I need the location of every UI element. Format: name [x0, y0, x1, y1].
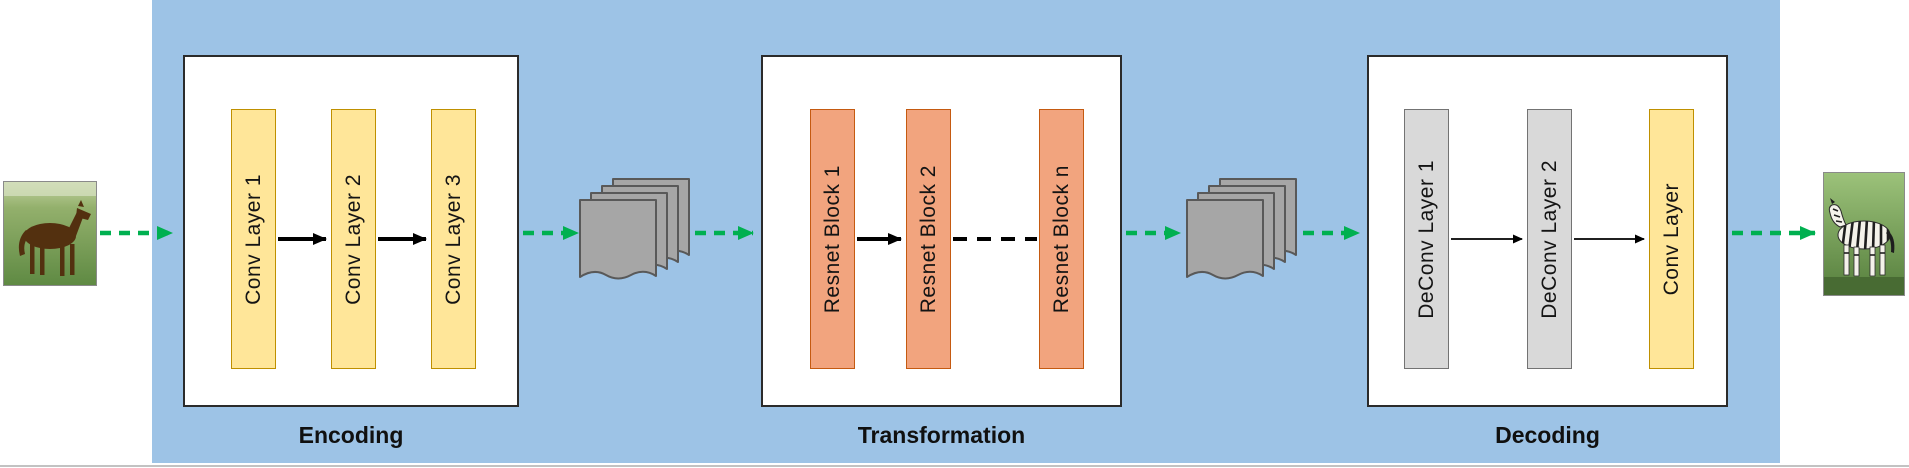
block-deconv-layer-2: DeConv Layer 2	[1527, 109, 1572, 369]
section-encoding: Conv Layer 1 Conv Layer 2 Conv Layer 3 E…	[183, 0, 519, 468]
block-label: Resnet Block n	[1049, 164, 1073, 314]
block-conv-layer-out: Conv Layer	[1649, 109, 1694, 369]
block-label: Resnet Block 1	[820, 164, 844, 314]
block-conv-layer-1: Conv Layer 1	[231, 109, 276, 369]
block-resnet-2: Resnet Block 2	[906, 109, 951, 369]
block-label: DeConv Layer 2	[1537, 159, 1561, 319]
block-conv-layer-2: Conv Layer 2	[331, 109, 376, 369]
block-deconv-layer-1: DeConv Layer 1	[1404, 109, 1449, 369]
transformation-box: Resnet Block 1 Resnet Block 2 Resnet Blo…	[761, 55, 1122, 407]
block-label: Conv Layer	[1659, 182, 1683, 296]
block-conv-layer-3: Conv Layer 3	[431, 109, 476, 369]
block-resnet-1: Resnet Block 1	[810, 109, 855, 369]
block-label: Conv Layer 2	[341, 173, 365, 305]
section-transformation: Resnet Block 1 Resnet Block 2 Resnet Blo…	[761, 0, 1122, 468]
block-resnet-n: Resnet Block n	[1039, 109, 1084, 369]
section-decoding: DeConv Layer 1 DeConv Layer 2 Conv Layer…	[1367, 0, 1728, 468]
block-label: DeConv Layer 1	[1414, 159, 1438, 319]
section-label-decoding: Decoding	[1495, 422, 1600, 448]
encoding-box: Conv Layer 1 Conv Layer 2 Conv Layer 3	[183, 55, 519, 407]
block-label: Conv Layer 1	[241, 173, 265, 305]
section-label-encoding: Encoding	[298, 422, 404, 448]
block-label: Resnet Block 2	[916, 164, 940, 314]
decoding-box: DeConv Layer 1 DeConv Layer 2 Conv Layer	[1367, 55, 1728, 407]
horse-photo	[3, 181, 97, 286]
zebra-photo	[1823, 172, 1905, 296]
block-label: Conv Layer 3	[441, 173, 465, 305]
feature-maps-stack-icon	[578, 176, 692, 295]
bottom-edge-line	[0, 465, 1909, 467]
section-label-transformation: Transformation	[857, 422, 1026, 448]
feature-maps-stack-icon	[1185, 176, 1299, 295]
